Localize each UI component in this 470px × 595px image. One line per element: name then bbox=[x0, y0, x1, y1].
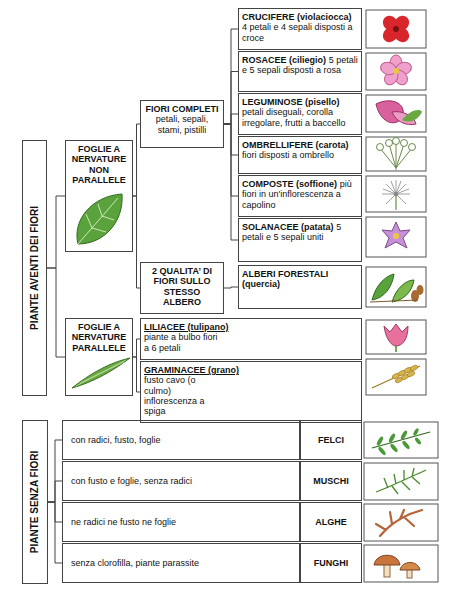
leaf-type-box: FOGLIE A NERVATURE NON PARALLELE bbox=[65, 140, 133, 252]
node-heading: MUSCHI bbox=[313, 476, 349, 486]
oak-leaves bbox=[370, 274, 424, 302]
node-heading: PIANTE AVENTI DEI FIORI bbox=[29, 206, 41, 330]
family-box: COMPOSTE (soffione)più fiori in un'inflo… bbox=[238, 175, 362, 217]
family-box: SOLANACEE (patata)5 petali e 5 sepali un… bbox=[238, 218, 362, 262]
node-note: petali diseguali, corolla irregolare, fr… bbox=[242, 107, 346, 127]
node-heading: PIANTE SENZA FIORI bbox=[29, 451, 41, 553]
node-heading: GRAMINACEE (grano) bbox=[144, 365, 358, 375]
leaf-picture bbox=[77, 194, 122, 244]
node-heading: LILIACEE (tulipano) bbox=[144, 322, 358, 332]
group-name-box: MUSCHI bbox=[300, 461, 362, 501]
trait-box: senza clorofilla, piante parassite bbox=[62, 543, 300, 583]
family-box: LEGUMINOSE (pisello)petali diseguali, co… bbox=[238, 93, 362, 135]
node-heading: FELCI bbox=[318, 435, 344, 445]
bracket-connector bbox=[224, 287, 238, 288]
node-note: fiori disposti a ombrello bbox=[242, 150, 334, 160]
node-note: piante a bulbo fiori a 6 petali bbox=[144, 332, 224, 353]
family-box: CRUCIFERE (violaciocca)4 petali e 4 sepa… bbox=[238, 8, 362, 50]
node-heading: SOLANACEE (patata) bbox=[242, 222, 334, 232]
node-heading: CRUCIFERE (violaciocca) bbox=[242, 12, 352, 22]
family-box: OMBRELLIFERE (carota)fiori disposti a om… bbox=[238, 136, 362, 174]
crucifer-flower bbox=[380, 13, 413, 46]
node-note: fusto cavo (o culmo) inflorescenza a spi… bbox=[144, 375, 224, 416]
tulip-flower bbox=[384, 324, 408, 352]
group-label: PIANTE AVENTI DEI FIORI bbox=[22, 140, 47, 396]
wheat-ear bbox=[372, 364, 420, 388]
node-heading: FIORI COMPLETI bbox=[144, 104, 220, 114]
group-name-box: FELCI bbox=[300, 420, 362, 460]
bracket-connector bbox=[224, 72, 238, 125]
bracket-connector bbox=[133, 124, 140, 196]
bracket-connector bbox=[133, 196, 140, 288]
node-heading: con radici, fusto, foglie bbox=[71, 435, 161, 445]
family-box: ROSACEE (ciliegio)5 petali e 5 sepali di… bbox=[238, 51, 362, 92]
trait-box: con radici, fusto, foglie bbox=[62, 420, 300, 460]
bracket-connector bbox=[47, 196, 65, 268]
node-heading: FOGLIE A NERVATURE PARALLELE bbox=[69, 322, 129, 353]
flower-type-box: FIORI COMPLETIpetali, sepali, stami, pis… bbox=[140, 100, 224, 148]
rose-flower bbox=[379, 55, 413, 87]
picture-frames bbox=[364, 10, 438, 582]
fern-frond bbox=[372, 428, 430, 456]
node-heading: OMBRELLIFERE (carota) bbox=[242, 140, 349, 150]
node-heading: COMPOSTE (soffione) bbox=[242, 179, 337, 189]
bracket-connector bbox=[133, 357, 140, 392]
dandelion-puff bbox=[382, 180, 410, 210]
umbel-flower bbox=[377, 138, 416, 171]
bracket-connector bbox=[224, 114, 238, 124]
leaf-type-box: FOGLIE A NERVATURE PARALLELE bbox=[65, 318, 133, 396]
bracket-connector bbox=[133, 339, 140, 357]
moss-sprig bbox=[376, 468, 426, 494]
bracket-connector bbox=[47, 268, 65, 357]
node-heading: ne radici ne fusto ne foglie bbox=[71, 517, 176, 527]
trait-box: ne radici ne fusto ne foglie bbox=[62, 502, 300, 542]
flower-type-box: 2 QUALITA’ DI FIORI SULLO STESSO ALBERO bbox=[140, 262, 224, 314]
bracket-connector bbox=[48, 440, 62, 502]
node-heading: senza clorofilla, piante parassite bbox=[71, 558, 199, 568]
family-box: LILIACEE (tulipano)piante a bulbo fiori … bbox=[140, 318, 362, 360]
node-heading: 2 QUALITA’ DI FIORI SULLO STESSO ALBERO bbox=[144, 266, 220, 307]
node-heading: ALGHE bbox=[315, 517, 347, 527]
group-name-box: ALGHE bbox=[300, 502, 362, 542]
mushrooms bbox=[374, 555, 420, 578]
node-heading: ROSACEE (ciliegio) bbox=[242, 55, 326, 65]
node-heading: con fusto e foglie, senza radici bbox=[71, 476, 192, 486]
node-note: 4 petali e 4 sepali disposti a croce bbox=[242, 22, 353, 42]
bracket-connector bbox=[224, 29, 238, 124]
family-box: ALBERI FORESTALI (quercia) bbox=[238, 265, 362, 309]
group-name-box: FUNGHI bbox=[300, 543, 362, 583]
bracket-connector bbox=[224, 124, 238, 240]
bracket-connector bbox=[48, 502, 62, 563]
bracket-connector bbox=[48, 481, 62, 502]
potato-flower bbox=[382, 222, 410, 248]
node-heading: FOGLIE A NERVATURE NON PARALLELE bbox=[69, 144, 129, 185]
grass-leaf-picture bbox=[72, 358, 130, 388]
pea-flower bbox=[376, 101, 422, 125]
node-heading: FUNGHI bbox=[314, 558, 349, 568]
group-label: PIANTE SENZA FIORI bbox=[22, 420, 48, 584]
seaweed-branch bbox=[376, 510, 422, 536]
node-heading: LEGUMINOSE (pisello) bbox=[242, 97, 340, 107]
node-note: petali, sepali, stami, pistilli bbox=[144, 114, 220, 135]
node-heading: ALBERI FORESTALI (quercia) bbox=[242, 269, 328, 289]
family-box: GRAMINACEE (grano)fusto cavo (o culmo) i… bbox=[140, 361, 362, 423]
trait-box: con fusto e foglie, senza radici bbox=[62, 461, 300, 501]
